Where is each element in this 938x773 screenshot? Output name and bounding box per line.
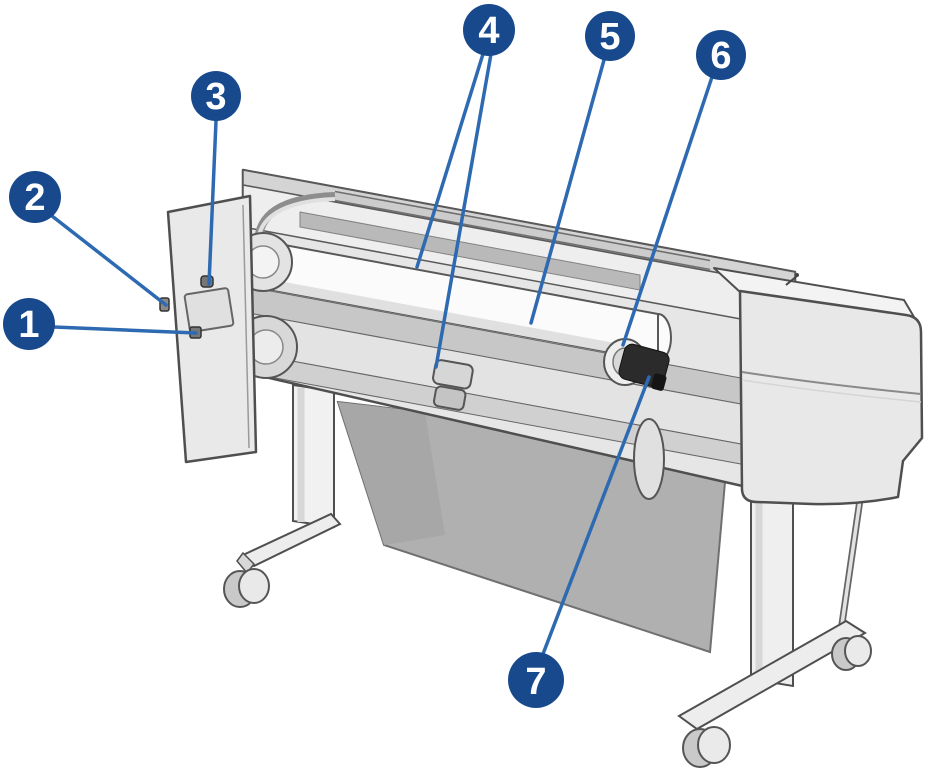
callout-7-number: 7 [525, 661, 546, 703]
antenna-tip [795, 273, 799, 277]
callout-1-circle [3, 298, 55, 350]
callout-2: 2 [9, 171, 61, 223]
callout-3-number: 3 [205, 76, 226, 118]
callout-6-circle [696, 30, 746, 80]
callout-4: 4 [463, 4, 515, 56]
left-io-module [159, 194, 258, 464]
spindle-hub [603, 338, 670, 391]
leader-line-7 [541, 375, 651, 656]
callout-4-number: 4 [478, 10, 499, 52]
leader-line-2 [50, 214, 168, 307]
leader-line-3 [207, 119, 218, 286]
end-cap-seam-highlight [741, 379, 922, 403]
callout-1: 1 [3, 298, 55, 350]
callout-4-circle [463, 4, 515, 56]
callout-5: 5 [585, 11, 635, 61]
caster-front-left [223, 568, 270, 608]
callout-2-number: 2 [24, 177, 45, 219]
end-cap-face [738, 289, 924, 506]
callout-3: 3 [191, 71, 241, 121]
latch-clip [432, 359, 474, 411]
top-handle-bar-edge-lower [334, 199, 711, 271]
callout-7: 7 [508, 652, 564, 708]
leader-lines [50, 52, 714, 656]
leader-line-5 [529, 58, 606, 325]
callout-6: 6 [696, 30, 746, 80]
leader-line-4a [415, 52, 485, 269]
lower-right-roller [633, 418, 665, 500]
callout-3-circle [191, 71, 241, 121]
callout-5-number: 5 [599, 16, 620, 58]
callout-1-number: 1 [18, 304, 39, 346]
end-cap-seam [741, 371, 922, 395]
top-handle-bar-edge-upper [334, 190, 711, 262]
io-plate [183, 287, 235, 333]
right-end-cap [713, 267, 924, 506]
callout-7-circle [508, 652, 564, 708]
caster-rear-right [831, 635, 872, 671]
spindle-stop-tab [651, 373, 667, 391]
caster-front-right [682, 726, 731, 768]
callout-2-circle [9, 171, 61, 223]
callout-6-number: 6 [710, 35, 731, 77]
leader-line-4b [434, 52, 493, 369]
callout-5-circle [585, 11, 635, 61]
callouts: 1 2 3 4 5 6 7 [3, 4, 746, 708]
io-module-seam [242, 204, 250, 449]
antenna-tick [785, 275, 798, 286]
basket-shade [338, 402, 445, 545]
stand-foot-left [241, 512, 342, 568]
top-handle-bar [334, 191, 711, 270]
stand-and-basket [223, 383, 872, 768]
paper-roll-shade [252, 276, 658, 361]
leader-line-1 [52, 325, 198, 335]
leader-line-6 [621, 75, 714, 347]
io-port-upper [200, 275, 214, 288]
